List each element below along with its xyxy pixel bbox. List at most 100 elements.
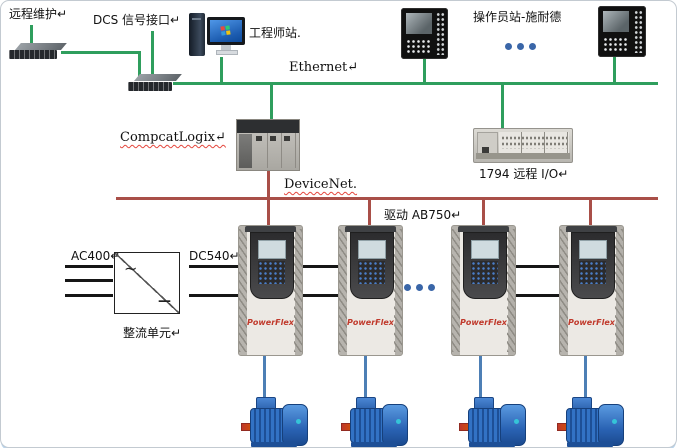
motor-badge [612,419,617,424]
pc-screen [210,20,242,42]
remote-maintenance-label: 远程维护↵ [9,7,68,21]
monitor-base [216,50,238,55]
motor-line-1 [263,356,266,399]
drive-hmi-panel [571,232,615,299]
panel-keypad [406,39,432,55]
drive-brand-label: PowerFlex [347,318,394,327]
dc-line-top [189,265,239,268]
pc-monitor [207,17,245,45]
switch-ports [9,50,57,59]
ethernet-label: Ethernet↵ [289,60,359,75]
dc-symbol: — [158,294,171,309]
drive-lcd [471,240,499,259]
motor-base [251,442,297,447]
network-switch-dcs [128,74,182,91]
switch-top-face [134,74,182,81]
panel-keypad [603,37,629,53]
dc-bus-d1-d2-bottom [303,294,339,297]
drop-remote-io [501,82,504,128]
compactlogix-plc [236,119,300,171]
drive-vent [560,229,568,352]
more-operator-stations-dot [505,43,512,50]
dc-bus-d3-d4-bottom [516,294,560,297]
devicenet-bus-line [116,197,658,200]
motor-end-cap [598,404,624,446]
engineer-station-label: 工程师站. [249,26,301,40]
pc-tower [189,13,205,56]
motor-badge [396,419,401,424]
powerflex-drive-3: PowerFlex [451,225,516,356]
drive-brand-label: PowerFlex [460,318,507,327]
ethernet-bus-line [173,82,658,85]
ac-line-3 [65,294,113,297]
drop-operator-panel-2 [613,56,616,82]
motor-4 [557,397,625,447]
rectifier-unit-label: 整流单元↵ [123,326,182,340]
more-operator-stations-dot [517,43,524,50]
operator-panel-1 [401,8,448,59]
motor-end-cap [382,404,408,446]
compactlogix-label: CompcatLogix↵ [120,130,226,145]
drive-vent [394,229,402,352]
drive-top-cap [566,226,617,232]
drive-brand-label: PowerFlex [247,318,294,327]
drop-engineer-station [220,57,223,82]
devicenet-label: DeviceNet. [284,177,358,192]
io-terminal-dots [501,135,567,149]
windows-logo-icon [220,25,231,36]
operator-station-label: 操作员站-施耐德 [473,10,562,24]
ac-symbol: ~ [124,259,138,278]
motor-line-2 [364,356,367,399]
engineer-workstation [187,9,247,58]
network-switch-remote [9,43,67,59]
dcs-interface-label: DCS 信号接口↵ [93,13,181,27]
drive-vent [294,229,302,352]
motor-base [567,442,613,447]
drop-operator-panel-1 [423,58,426,82]
switch-ports [128,82,172,91]
drop-drive-3 [482,197,485,226]
motor-line-3 [479,356,482,399]
motor-line-4 [584,356,587,399]
operator-panel-2 [598,6,646,57]
line-plc-to-devicenet [267,169,270,197]
drive-hmi-panel [463,232,507,299]
motor-2 [341,397,409,447]
plc-status-leds [256,136,295,141]
motor-base [469,442,515,447]
line-dcs-to-switch2 [151,31,154,77]
drive-keypad [358,261,385,284]
plc-power-supply [239,134,252,168]
drive-vent [239,229,247,352]
drive-keypad [471,261,498,284]
drop-drive-4 [589,197,592,225]
panel-screen [406,13,432,34]
more-drives-dot [428,284,435,291]
motor-1 [241,397,309,447]
switch-top-face [15,43,67,50]
drive-hmi-panel [250,232,294,299]
line-remote-to-switch [30,25,33,45]
drive-vent [615,229,623,352]
plc-top-rail [237,120,299,133]
motor-ribbed-body [566,408,604,443]
dc-bus-d1-d2-top [303,265,339,268]
drive-keypad [258,261,285,284]
drive-group-label: 驱动 AB750↵ [384,208,462,222]
dc540-label: DC540↵ [189,249,240,263]
drive-keypad [579,261,606,284]
more-drives-dot [416,284,423,291]
dc-line-bottom [189,294,239,297]
monitor-stand [221,45,231,50]
powerflex-drive-2: PowerFlex [338,225,403,356]
powerflex-drive-4: PowerFlex [559,225,624,356]
drive-lcd [579,240,607,259]
ac-line-1 [65,265,113,268]
more-drives-dot [404,284,411,291]
motor-base [351,442,397,447]
drive-vent [507,229,515,352]
dc-bus-d3-d4-top [516,265,560,268]
drive-lcd [358,240,386,259]
remote-io-label: 1794 远程 I/O↵ [479,167,569,181]
drive-lcd [258,240,286,259]
